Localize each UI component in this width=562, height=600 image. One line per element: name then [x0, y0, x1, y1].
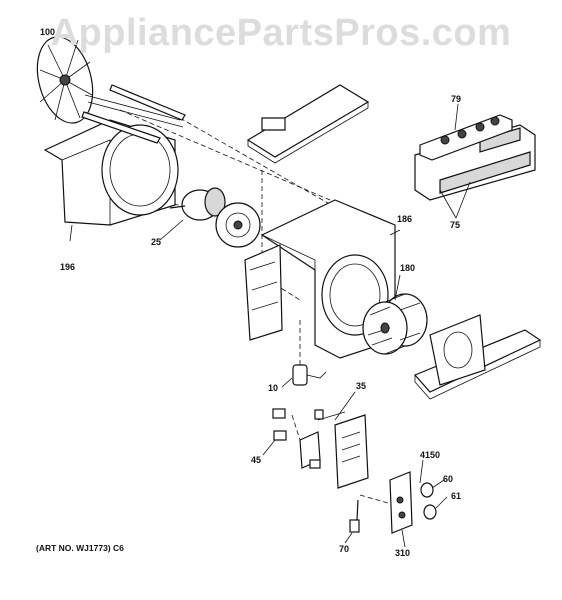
callout-79: 79: [451, 94, 462, 104]
callout-75: 75: [450, 220, 461, 230]
part-100-fan-blade: [36, 36, 94, 124]
part-310-switch-bracket: [389, 471, 413, 534]
watermark-logo: AppliancePartsPros.com: [50, 12, 512, 54]
top-cover-plate: [246, 84, 370, 164]
part-61-knob: [423, 504, 437, 520]
part-79-control-bar: [419, 114, 513, 161]
callout-4150: 4150: [420, 450, 441, 460]
part-70-harness: [349, 499, 360, 533]
part-180-blower-wheel: [362, 293, 428, 355]
part-186-scroll-housing: [244, 199, 396, 359]
art-number-caption: (ART NO. WJ1773) C6: [36, 543, 124, 553]
part-60-knob: [420, 482, 434, 498]
callout-10: 10: [268, 383, 279, 393]
callout-180: 180: [400, 263, 416, 273]
part-45-connectors: [272, 408, 321, 469]
part-25-motor: [169, 187, 261, 248]
callout-45: 45: [251, 455, 262, 465]
callout-61: 61: [451, 491, 462, 501]
callout-70: 70: [339, 544, 350, 554]
callout-310: 310: [395, 548, 411, 558]
callout-25: 25: [151, 237, 162, 247]
part-10-capacitor: [292, 364, 327, 386]
part-35-control-board: [299, 409, 369, 489]
callout-60: 60: [443, 474, 454, 484]
part-75-grille: [414, 124, 536, 201]
part-196-shroud: [43, 84, 186, 226]
base-pan: [413, 314, 542, 400]
leader-lines: [69, 103, 471, 548]
callout-35: 35: [356, 381, 367, 391]
callout-196: 196: [60, 262, 76, 272]
callout-186: 186: [397, 214, 413, 224]
callout-100: 100: [40, 27, 56, 37]
